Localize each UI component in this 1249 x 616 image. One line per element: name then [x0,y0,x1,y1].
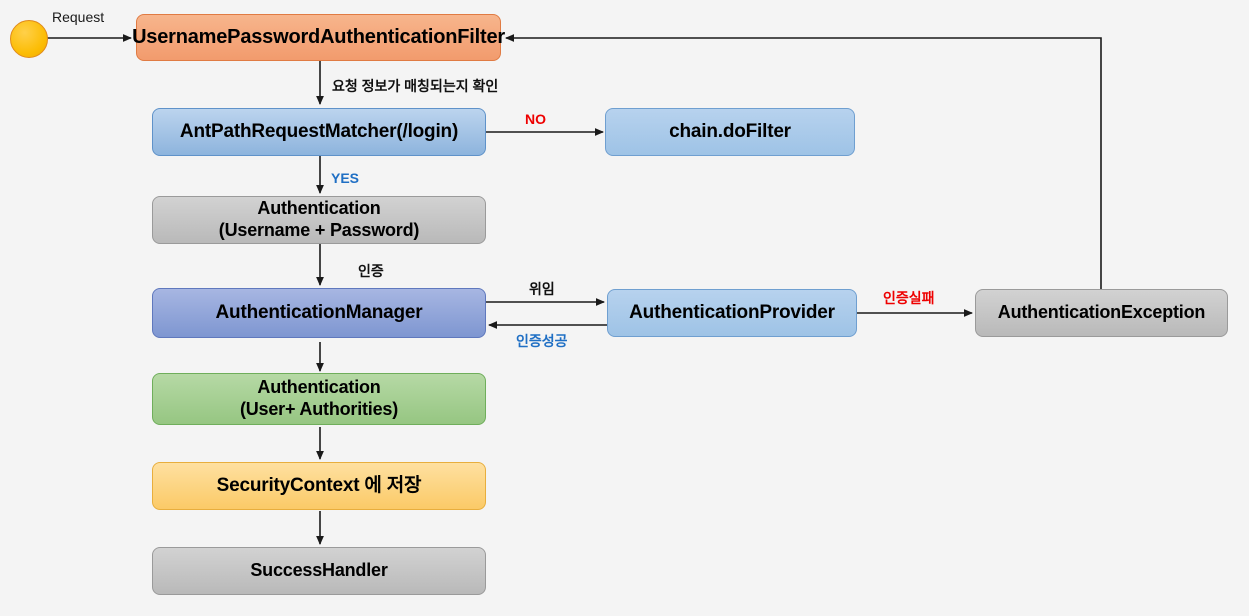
node-security-context-save[interactable]: SecurityContext 에 저장 [152,462,486,510]
edge-label-delegate: 위임 [529,281,555,297]
node-label: AuthenticationManager [215,302,423,324]
request-start-circle [10,20,48,58]
node-label: AuthenticationProvider [629,302,835,324]
node-label: AntPathRequestMatcher(/login) [179,121,459,143]
edge-label-matching-check: 요청 정보가 매칭되는지 확인 [332,78,499,94]
node-label: AuthenticationException [997,302,1206,323]
node-label: Authentication (Username + Password) [218,198,420,240]
edge-label-request: Request [52,9,105,25]
node-label: chain.doFilter [669,121,791,143]
node-label: Authentication (User+ Authorities) [239,377,399,419]
edge-label-yes: YES [331,170,360,186]
edge-label-authenticate: 인증 [358,263,384,279]
node-authentication-exception[interactable]: AuthenticationException [975,289,1228,337]
node-label: UsernamePasswordAuthenticationFilter [132,26,505,49]
edge-exception-to-filter [505,34,1102,290]
edge-label-auth-success: 인증성공 [516,333,568,349]
node-label: SuccessHandler [250,560,388,581]
node-authentication-user-authorities[interactable]: Authentication (User+ Authorities) [152,373,486,425]
node-authentication-username-password[interactable]: Authentication (Username + Password) [152,196,486,244]
node-ant-path-request-matcher[interactable]: AntPathRequestMatcher(/login) [152,108,486,156]
edge-label-no: NO [525,111,546,127]
edge-label-auth-failure: 인증실패 [883,290,935,306]
node-success-handler[interactable]: SuccessHandler [152,547,486,595]
node-authentication-manager[interactable]: AuthenticationManager [152,288,486,338]
node-label: SecurityContext 에 저장 [216,475,422,497]
node-chain-dofilter[interactable]: chain.doFilter [605,108,855,156]
node-username-password-authentication-filter[interactable]: UsernamePasswordAuthenticationFilter [132,14,505,61]
node-authentication-provider[interactable]: AuthenticationProvider [607,289,857,337]
